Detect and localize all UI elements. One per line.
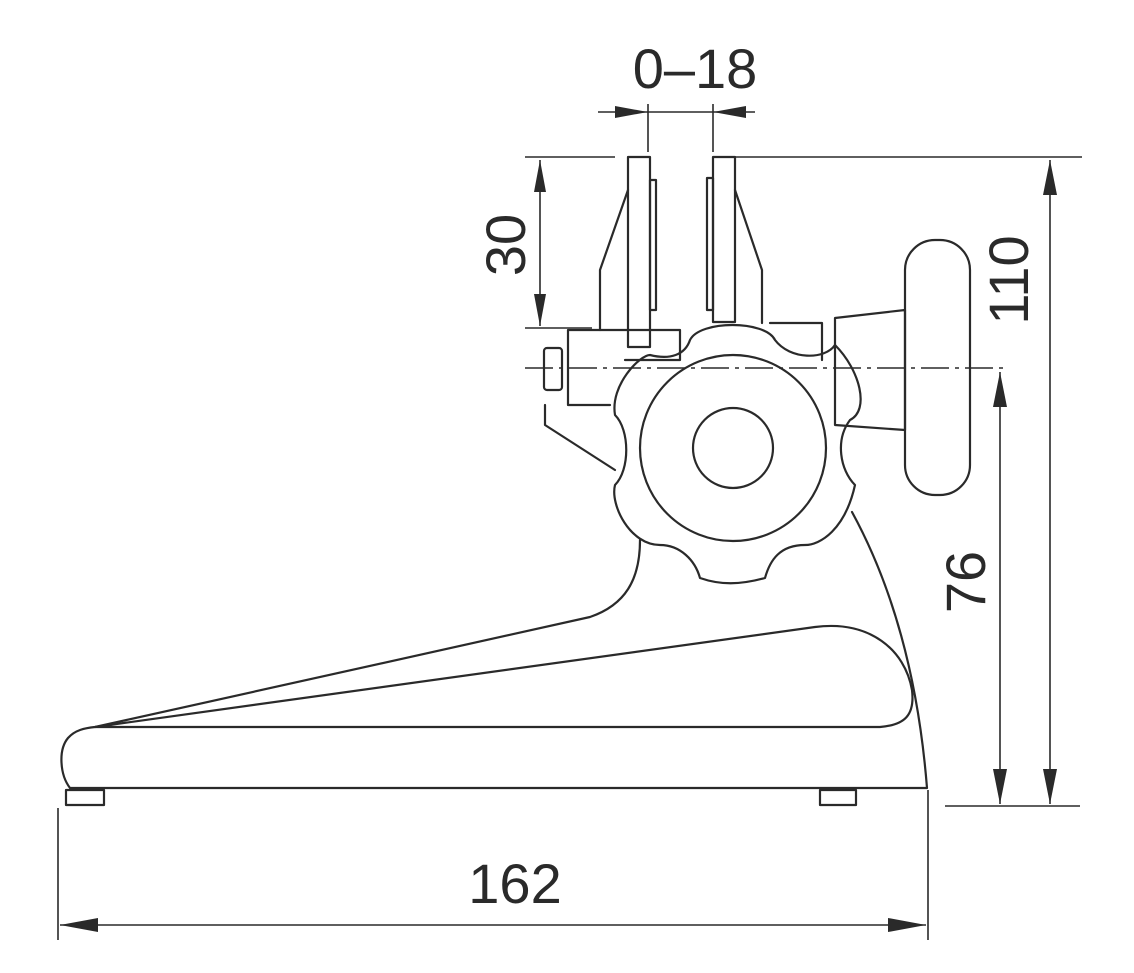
- dimension-base-length: 162: [60, 852, 926, 932]
- dimension-label-jaw-height: 30: [474, 214, 537, 276]
- star-knob: [613, 324, 862, 585]
- dimension-total-height: 110: [977, 160, 1057, 804]
- left-foot: [64, 788, 106, 807]
- dimension-label-jaw-opening: 0–18: [633, 37, 758, 100]
- clamp-body: [542, 321, 824, 472]
- stand-base: [60, 510, 929, 807]
- dimension-jaw-height: 30: [474, 160, 546, 326]
- dimension-center-height: 76: [934, 372, 1007, 804]
- extension-lines: [57, 104, 1082, 940]
- anvil-jaws: [598, 155, 764, 349]
- dimension-label-total-height: 110: [977, 235, 1040, 324]
- dimension-label-center-height: 76: [934, 551, 997, 613]
- right-foot: [818, 788, 858, 807]
- dimension-jaw-opening: 0–18: [598, 37, 757, 118]
- dimension-label-base-length: 162: [468, 852, 561, 915]
